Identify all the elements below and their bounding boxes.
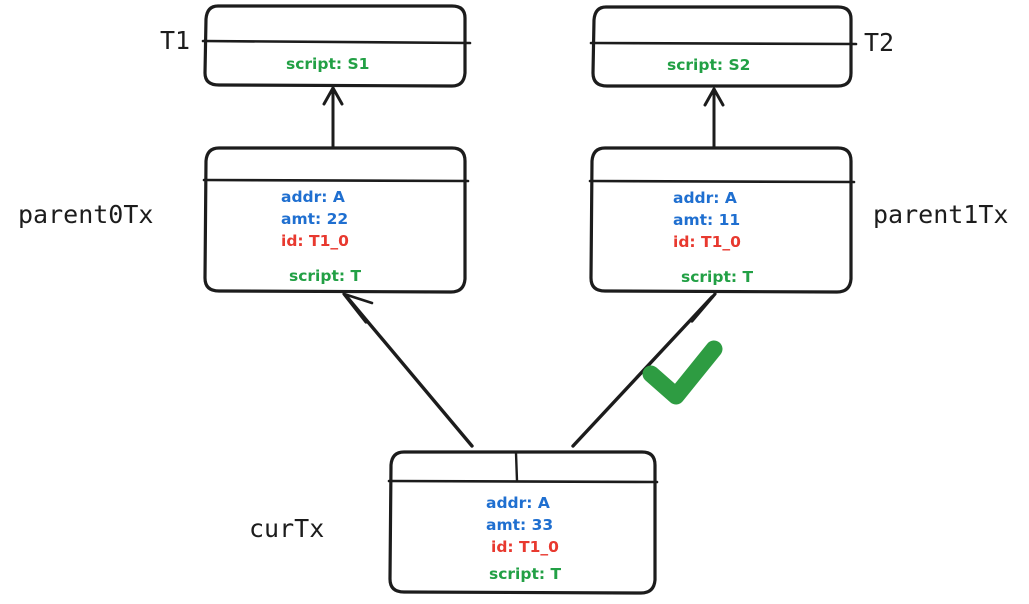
node-parent1tx-addr-text: addr: A [673,189,737,207]
node-t2 [589,5,858,88]
node-curtx-header-divider [387,479,659,484]
node-parent1tx-id-text: id: T1_0 [673,233,741,251]
node-curtx-outline [388,450,657,595]
node-t1-script-text: script: S1 [286,55,370,73]
node-parent0tx-outline [203,146,467,294]
node-parent1tx-outline [589,146,853,294]
node-parent1tx-amt-text: amt: 11 [673,211,741,229]
node-parent0tx [202,146,470,294]
node-t1-header-divider [201,39,472,45]
node-curtx-id-text: id: T1_0 [491,538,559,556]
node-curtx-external-label: curTx [249,514,325,543]
node-parent1tx-script-text: script: T [681,268,754,286]
edge-parent0-to-t1 [322,86,344,149]
node-curtx [387,450,659,595]
node-curtx-addr-text: addr: A [486,494,550,512]
node-parent0tx-id-text: id: T1_0 [281,232,349,250]
node-t1-outline [203,4,467,88]
edge-curtx-to-parent1 [571,292,717,448]
node-t2-header-divider [589,41,858,46]
node-curtx-input-divider [514,451,519,483]
node-parent1tx-header-divider [588,179,856,184]
node-parent1tx-external-label: parent1Tx [873,200,1009,229]
edge-curtx-to-parent0 [342,292,474,448]
node-curtx-script-text: script: T [489,565,562,583]
node-t2-script-text: script: S2 [667,56,751,74]
node-parent0tx-addr-text: addr: A [281,188,345,206]
node-t1 [201,4,472,88]
node-parent0tx-external-label: parent0Tx [18,200,154,229]
node-t2-external-label: T2 [864,28,895,57]
node-t2-outline [591,5,853,88]
node-parent0tx-script-text: script: T [289,267,362,285]
node-parent0tx-header-divider [202,178,470,183]
node-parent1tx [588,146,856,294]
node-t1-external-label: T1 [160,26,191,55]
node-curtx-amt-text: amt: 33 [486,516,554,534]
node-parent0tx-amt-text: amt: 22 [281,210,349,228]
edge-parent1-to-t2 [703,87,725,149]
check-mark-icon [642,340,723,405]
